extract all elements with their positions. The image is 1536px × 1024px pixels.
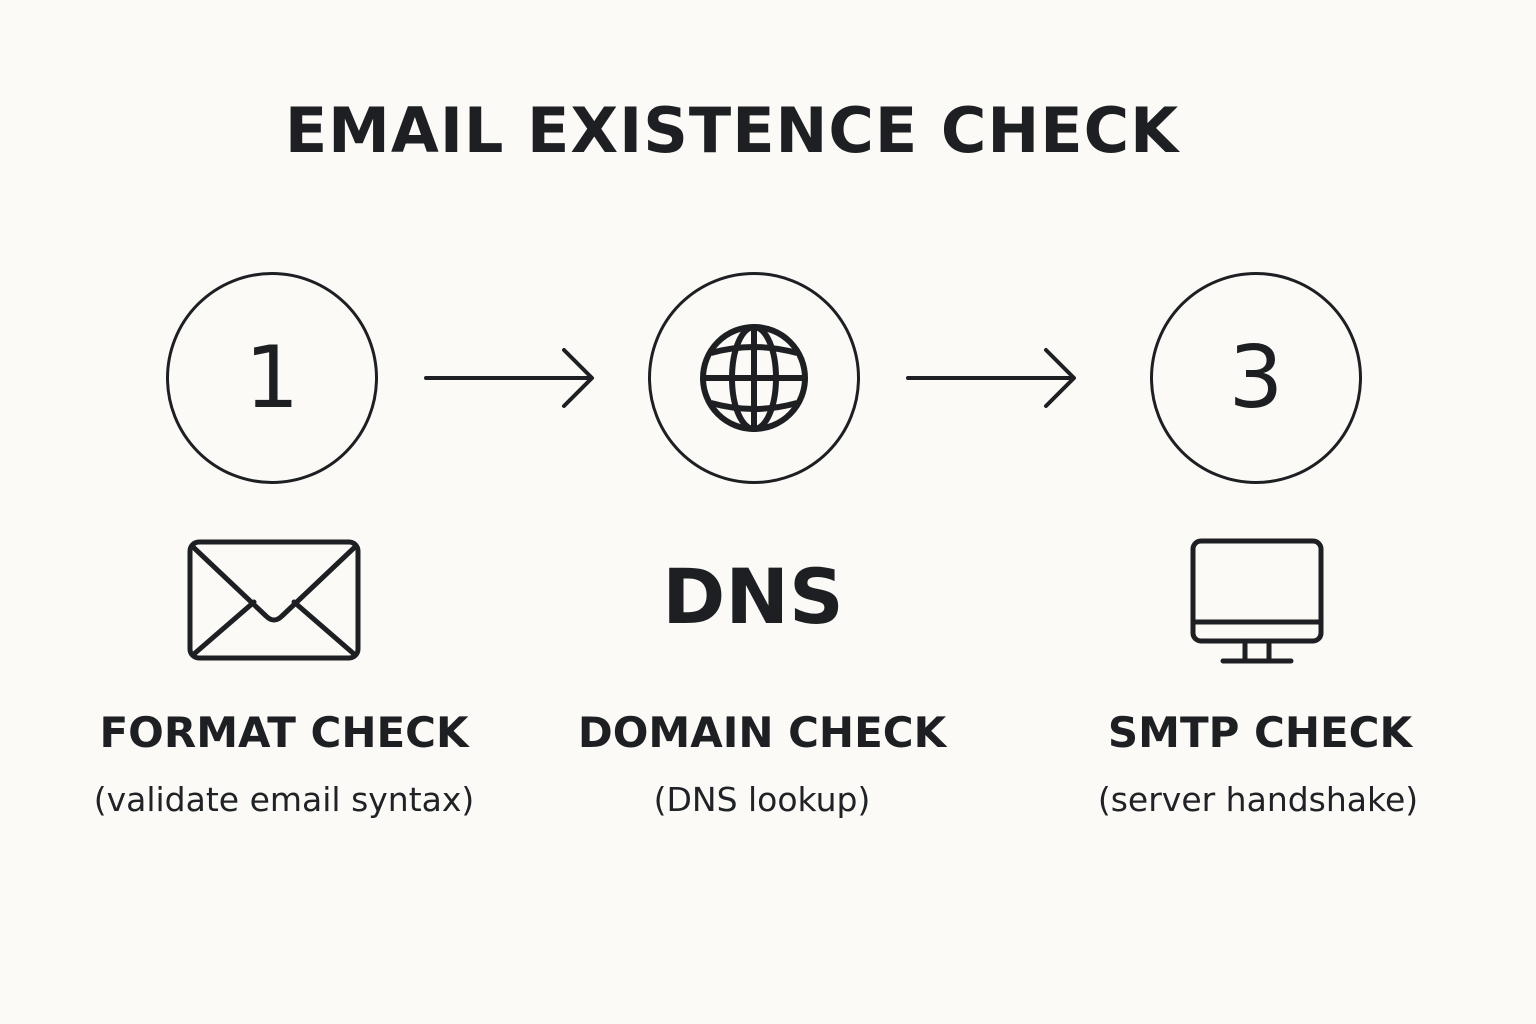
step-1-number: 1 xyxy=(244,328,300,428)
step-1-description: (validate email syntax) xyxy=(93,780,475,819)
globe-icon xyxy=(700,324,808,432)
step-3-description: (server handshake) xyxy=(1097,780,1419,819)
step-1-detail xyxy=(186,538,362,662)
step-3-circle: 3 xyxy=(1150,272,1362,484)
step-3-detail xyxy=(1190,538,1324,666)
step-1-label: FORMAT CHECK xyxy=(99,708,469,757)
step-2-description: (DNS lookup) xyxy=(653,780,871,819)
diagram-title: EMAIL EXISTENCE CHECK xyxy=(284,94,1180,167)
monitor-icon xyxy=(1190,538,1324,664)
step-3-label: SMTP CHECK xyxy=(1107,708,1413,757)
envelope-icon xyxy=(187,539,361,661)
step-2-label: DOMAIN CHECK xyxy=(577,708,947,757)
step-3-number: 3 xyxy=(1228,328,1284,428)
step-2-circle xyxy=(648,272,860,484)
step-1-circle: 1 xyxy=(166,272,378,484)
arrow-right-icon xyxy=(906,348,1076,408)
arrow-right-icon xyxy=(424,348,594,408)
dns-label: DNS xyxy=(662,552,844,641)
